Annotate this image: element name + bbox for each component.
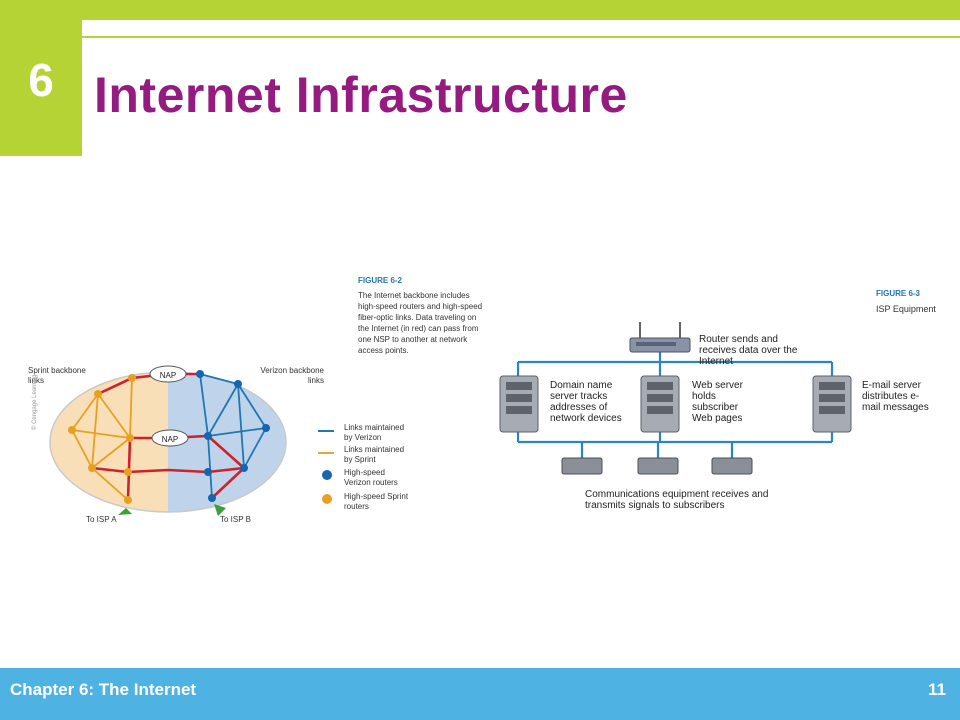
to-isp-a-label: To ISP A bbox=[86, 515, 117, 524]
footer-chapter-title: Chapter 6: The Internet bbox=[10, 680, 197, 699]
slide-title: Internet Infrastructure bbox=[94, 67, 628, 123]
backbone-network-diagram: NAP NAP bbox=[49, 365, 287, 516]
comm-equipment bbox=[561, 457, 753, 475]
router-description: Router sends and receives data over the … bbox=[699, 334, 798, 367]
footer-bar: Chapter 6: The Internet 11 bbox=[0, 668, 960, 720]
top-accent-bar bbox=[0, 0, 960, 20]
figure-6-3-caption: ISP Equipment bbox=[876, 304, 936, 314]
dns-server-description: Domain name server tracks addresses of n… bbox=[550, 380, 622, 424]
legend-sprint-routers: High-speed Sprint routers bbox=[344, 492, 409, 511]
chapter-number-badge: 6 bbox=[0, 20, 82, 156]
legend-verizon-router-dot bbox=[322, 470, 332, 480]
to-isp-b-label: To ISP B bbox=[220, 515, 251, 524]
isp-equipment-diagram bbox=[499, 322, 852, 475]
sprint-routers bbox=[68, 374, 136, 504]
page-number: 11 bbox=[928, 680, 946, 699]
nap-label-middle: NAP bbox=[162, 435, 178, 444]
verizon-backbone-label: Verizon backbone links bbox=[260, 366, 324, 385]
email-server-description: E-mail server distributes e-mail message… bbox=[862, 380, 929, 413]
nap-bubbles: NAP NAP bbox=[149, 365, 189, 447]
figure-6-3-label: FIGURE 6-3 bbox=[876, 289, 921, 298]
web-server-description: Web server holds subscriber Web pages bbox=[692, 380, 743, 424]
copyright-text: © Cengage Learning bbox=[32, 374, 38, 430]
isp-a-arrow bbox=[118, 508, 132, 515]
isp-b-arrow bbox=[214, 504, 226, 516]
figure-6-2-label: FIGURE 6-2 bbox=[358, 276, 403, 285]
nap-label-top: NAP bbox=[160, 371, 176, 380]
legend-sprint-links: Links maintained by Sprint bbox=[344, 445, 405, 464]
legend-sprint-link-swatch bbox=[318, 452, 334, 454]
figure-6-2-caption: The Internet backbone includes high-spee… bbox=[358, 291, 483, 355]
network-lines bbox=[516, 350, 834, 460]
legend-verizon-links: Links maintained by Verizon bbox=[344, 423, 405, 442]
verizon-routers bbox=[196, 370, 270, 502]
legend-verizon-link-swatch bbox=[318, 430, 334, 432]
sprint-backbone-label: Sprint backbone links bbox=[28, 366, 86, 385]
router-device bbox=[629, 322, 691, 353]
header-divider bbox=[82, 36, 960, 38]
legend-verizon-routers: High-speed Verizon routers bbox=[344, 468, 398, 487]
dns-server bbox=[499, 375, 539, 433]
email-server bbox=[812, 375, 852, 433]
legend-sprint-router-dot bbox=[322, 494, 332, 504]
web-server bbox=[640, 375, 680, 433]
comm-equipment-description: Communications equipment receives and tr… bbox=[585, 489, 769, 511]
